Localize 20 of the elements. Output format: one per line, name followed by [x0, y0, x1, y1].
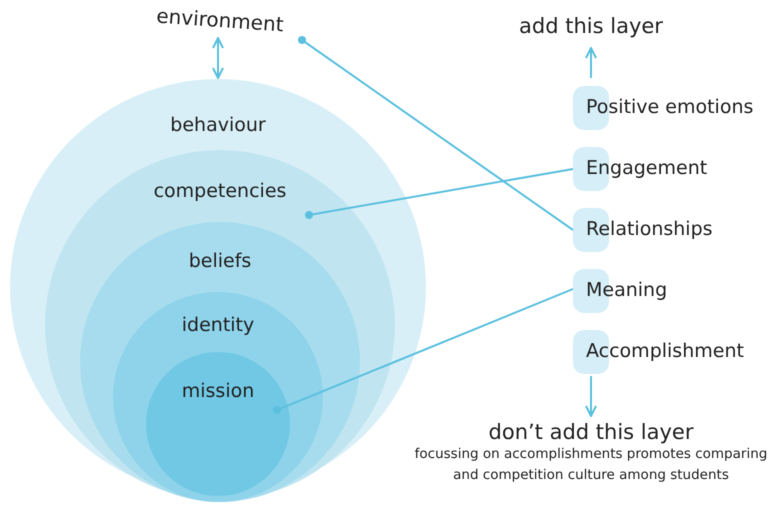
- level-label: competencies: [152, 180, 288, 202]
- level-label: behaviour: [169, 114, 267, 136]
- layer-label: don’t add this layer: [488, 420, 694, 444]
- arrow: [585, 376, 597, 417]
- item-label: Positive emotions: [586, 96, 754, 118]
- item-label: Relationships: [586, 218, 713, 240]
- level-label: mission: [180, 380, 256, 402]
- leader-line: [272, 288, 574, 414]
- leader-line: [304, 168, 574, 220]
- level-label: identity: [180, 314, 256, 336]
- leader-line: [298, 36, 574, 231]
- level-label: beliefs: [188, 250, 252, 272]
- layer-label: environment: [154, 2, 286, 38]
- arrow: [585, 47, 597, 78]
- item-label: Accomplishment: [586, 340, 744, 362]
- arrow: [212, 37, 224, 79]
- note-text: focussing on accomplishments promotes comparing and competition culture among students: [414, 445, 768, 485]
- item-label: Meaning: [586, 279, 668, 301]
- item-label: Engagement: [586, 157, 708, 179]
- layer-label: add this layer: [518, 14, 664, 38]
